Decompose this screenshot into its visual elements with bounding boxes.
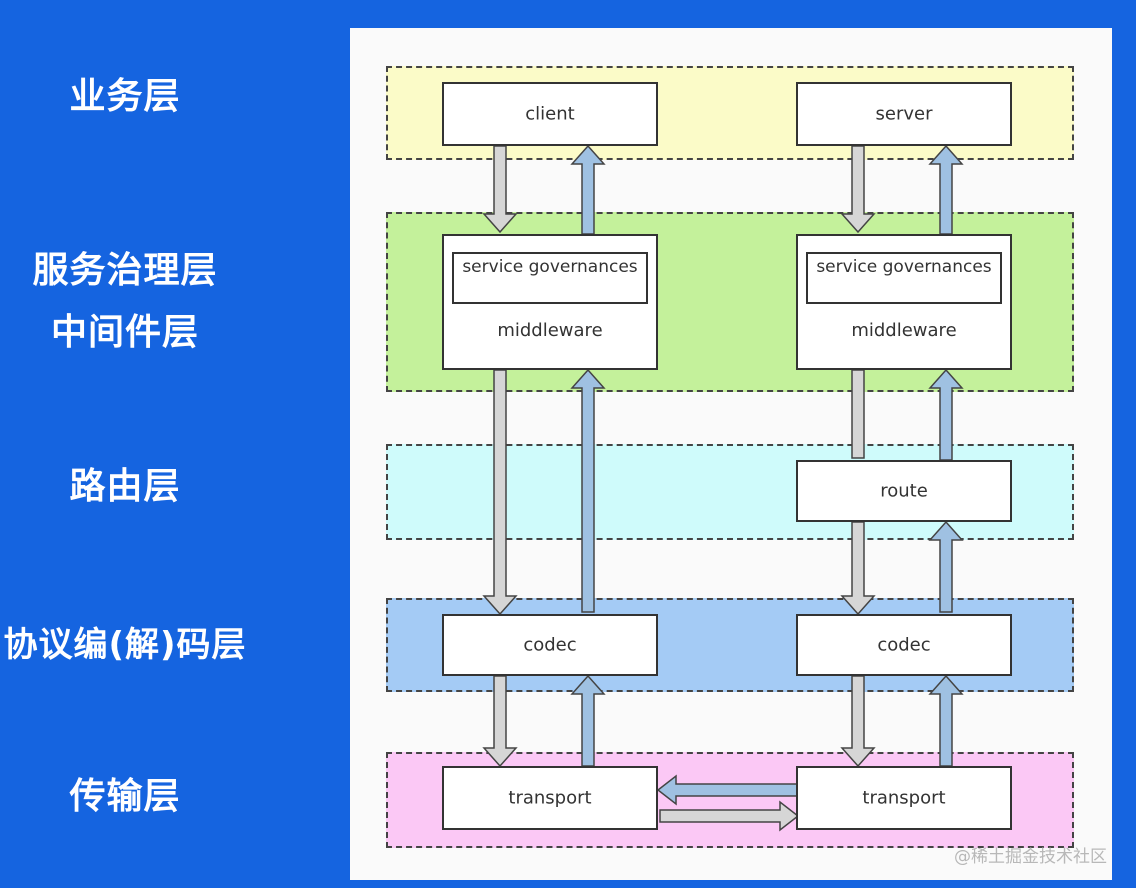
client-box: client xyxy=(442,82,658,146)
arrow-middleware-to-route xyxy=(851,369,865,459)
client-label: client xyxy=(525,103,575,125)
layer-label-middleware: 中间件层 xyxy=(50,312,199,353)
arrow-codec-to-middleware-client xyxy=(570,368,606,613)
layer-label-service-governance: 服务治理层 xyxy=(32,250,218,291)
arrow-codec-to-route xyxy=(928,520,964,613)
layer-label-business: 业务层 xyxy=(69,76,181,117)
server-transport-box: transport xyxy=(796,766,1012,830)
arrow-codec-to-transport-client xyxy=(482,675,518,768)
server-label: server xyxy=(875,103,933,125)
arrow-middleware-to-codec-client xyxy=(482,369,518,616)
arrow-client-transport-to-server-transport xyxy=(659,800,800,832)
server-codec-box: codec xyxy=(796,614,1012,676)
server-service-governances-box: service governances xyxy=(806,252,1002,304)
watermark: @稀土掘金技术社区 xyxy=(954,847,1107,867)
client-codec-box: codec xyxy=(442,614,658,676)
arrow-client-to-middleware xyxy=(482,145,518,234)
server-box: server xyxy=(796,82,1012,146)
arrow-server-transport-to-client-transport xyxy=(656,774,799,806)
arrow-route-to-codec-server xyxy=(840,521,876,616)
arrow-middleware-to-server xyxy=(928,144,964,235)
arrow-transport-to-codec-server xyxy=(928,674,964,767)
server-codec-label: codec xyxy=(877,634,931,656)
client-service-governances-box: service governances xyxy=(452,252,648,304)
client-middleware-box: service governances middleware xyxy=(442,234,658,370)
route-box: route xyxy=(796,460,1012,522)
client-transport-label: transport xyxy=(508,787,592,809)
layer-label-transport: 传输层 xyxy=(69,776,181,817)
arrow-transport-to-codec-client xyxy=(570,674,606,767)
route-label: route xyxy=(880,480,928,502)
arrow-route-to-middleware xyxy=(928,368,964,461)
client-transport-box: transport xyxy=(442,766,658,830)
server-transport-label: transport xyxy=(862,787,946,809)
layer-label-routing: 路由层 xyxy=(69,466,181,507)
server-middleware-box: service governances middleware xyxy=(796,234,1012,370)
arrow-middleware-to-client xyxy=(570,144,606,235)
layer-label-codec: 协议编(解)码层 xyxy=(3,625,247,665)
client-middleware-label: middleware xyxy=(497,320,603,341)
arrow-server-to-middleware xyxy=(840,145,876,234)
client-codec-label: codec xyxy=(523,634,577,656)
server-middleware-label: middleware xyxy=(851,320,957,341)
arrow-codec-to-transport-server xyxy=(840,675,876,768)
